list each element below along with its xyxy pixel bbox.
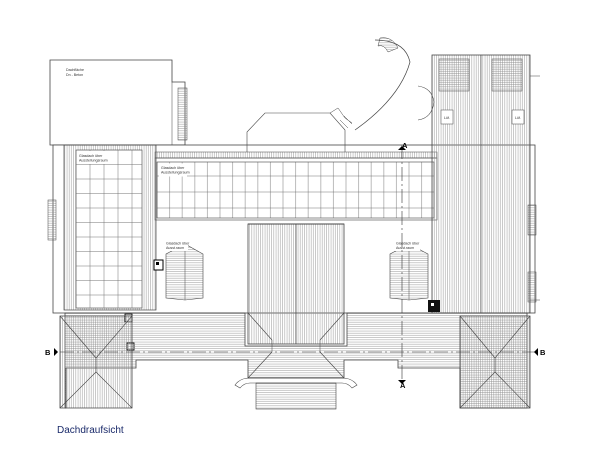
front-entrance-steps [234, 377, 358, 410]
section-marker-a-bottom: A [400, 381, 406, 390]
left-skylight-note-1: Glasdach über [166, 242, 190, 246]
front-wing-roof [59, 312, 531, 409]
left-skylight-note-2: Ausst.raum [166, 246, 184, 250]
central-hall-roof [247, 223, 345, 345]
right-skylight-note-2: Ausst.raum [396, 246, 414, 250]
section-marker-a-top: A [402, 141, 408, 150]
right-side-skylight: Glasdach über Ausst.raum [389, 240, 429, 301]
drawing-caption: Dachdraufsicht [57, 425, 124, 436]
left-glass-note-2: Ausstellungsraum [79, 159, 108, 163]
tower-skylight-left-label: Lüf. [444, 116, 450, 120]
left-side-skylight: Glasdach über Ausst.raum [164, 240, 204, 301]
tower-skylight-right-label: Lüf. [515, 116, 521, 120]
section-marker-b-right: B [540, 348, 546, 357]
section-line-a [398, 145, 406, 385]
top-left-building: Dachfläche Dn - Beton [49, 59, 188, 146]
central-glass-note-2: Ausstellungsraum [161, 171, 190, 175]
top-left-note-1: Dachfläche [66, 68, 84, 72]
central-glass-note-1: Glasdach über [161, 166, 185, 170]
left-exterior-stair [177, 87, 188, 141]
left-glass-note-1: Glasdach über [79, 154, 103, 158]
curved-ramp [339, 37, 435, 131]
section-marker-b-left: B [45, 348, 51, 357]
left-side-stair [47, 199, 57, 241]
right-skylight-note-1: Glasdach über [396, 242, 420, 246]
tower-skylight-left: Lüf. [440, 109, 454, 125]
left-glass-roof: Glasdach über Ausstellungsraum [63, 144, 157, 311]
top-left-note-2: Dn - Beton [66, 73, 83, 77]
section-line-b [54, 348, 538, 356]
central-glass-roof: Glasdach über Ausstellungsraum [156, 161, 435, 219]
right-tower: Lüf. Lüf. [431, 54, 540, 314]
tower-skylight-right: Lüf. [511, 109, 525, 125]
